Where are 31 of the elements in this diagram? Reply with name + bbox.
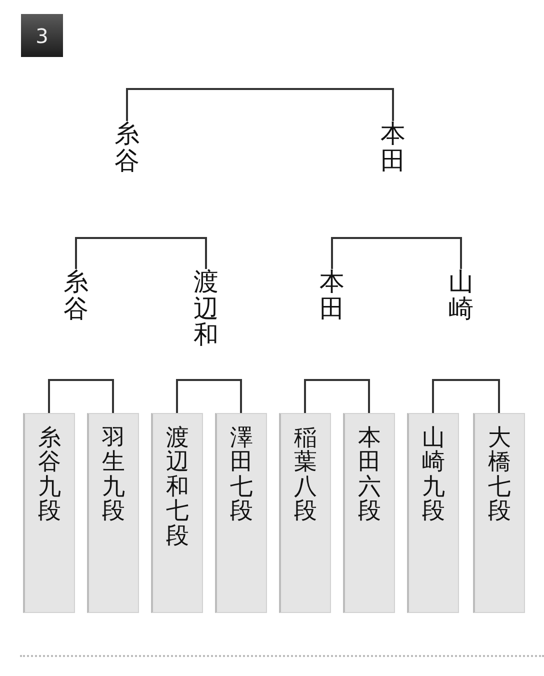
player-name: 本田六段	[358, 426, 381, 524]
winner-name: 糸谷	[64, 269, 88, 322]
player-name: 澤田七段	[230, 426, 253, 524]
section-number: 3	[36, 26, 48, 46]
bracket-line	[304, 379, 370, 413]
player-name: 羽生九段	[102, 426, 125, 524]
player-card	[407, 413, 459, 613]
player-card	[279, 413, 331, 613]
player-name: 山崎九段	[422, 426, 445, 524]
player-name: 糸谷九段	[38, 426, 61, 524]
player-card	[151, 413, 203, 613]
player-card	[87, 413, 139, 613]
player-name: 大橋七段	[488, 426, 511, 524]
player-card	[215, 413, 267, 613]
bracket-line	[432, 379, 500, 413]
bracket-line	[126, 88, 394, 121]
player-card	[473, 413, 525, 613]
bracket-line	[75, 237, 207, 269]
number-badge	[21, 14, 63, 57]
winner-name: 本田	[320, 269, 344, 322]
winner-name: 本田	[380, 121, 406, 174]
bracket-line	[48, 379, 114, 413]
winner-name: 山崎	[448, 269, 474, 322]
bracket-line	[176, 379, 242, 413]
winner-name: 糸谷	[114, 121, 140, 174]
player-name: 稲葉八段	[294, 426, 317, 524]
player-name: 渡辺和七段	[166, 426, 189, 548]
winner-name: 渡辺和	[194, 269, 218, 348]
bracket-line	[331, 237, 462, 269]
player-card	[23, 413, 75, 613]
player-card	[343, 413, 395, 613]
